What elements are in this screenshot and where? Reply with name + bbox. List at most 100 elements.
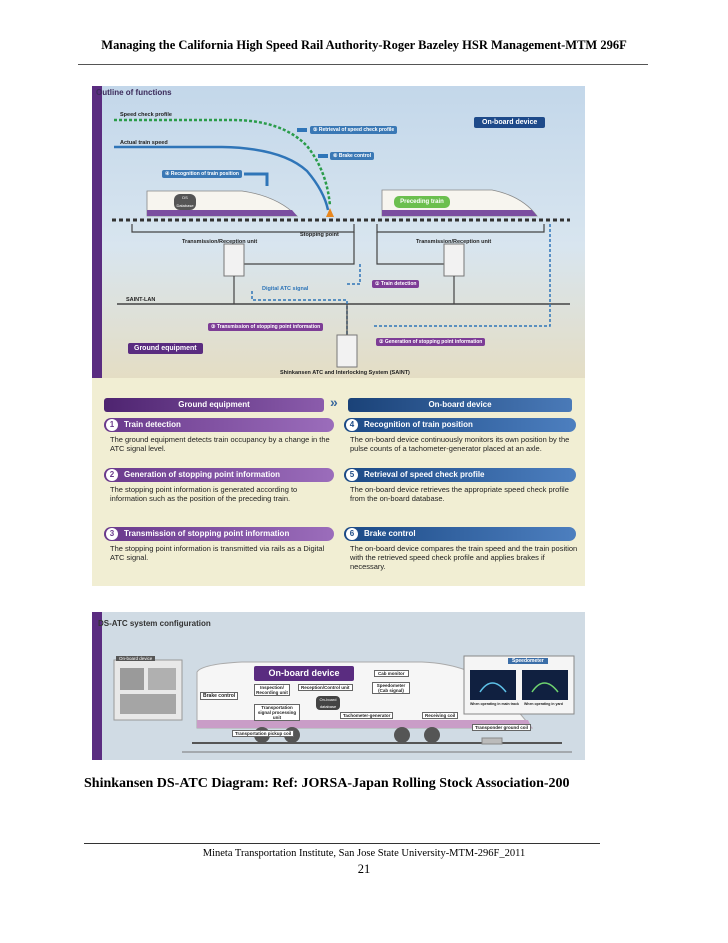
actual-train-speed-label: Actual train speed [120,140,168,146]
speed-check-profile-curve [114,118,332,207]
ground-equipment-tag: Ground equipment [128,343,203,354]
wheel-3 [394,727,410,743]
txrx-cabinet-left [223,243,245,277]
inspection-unit-label: Inspection/ Recording unit [254,684,290,696]
step-6-text: The on-board device compares the train s… [350,544,578,571]
train-left-stripe [147,210,297,216]
steps-panel: Ground equipment » On-board device 1 Trai… [92,378,585,586]
transponder-coil [481,737,503,745]
figure-caption: Shinkansen DS-ATC Diagram: Ref: JORSA-Ja… [84,776,570,791]
brake-control-label: Brake control [200,692,239,700]
figure2-side-bar [92,612,102,760]
speedo-note-right: When operating in yard [524,702,563,706]
step-4-title: Recognition of train position [364,420,473,429]
speedo-screen-right [522,670,568,700]
step-1-text: The ground equipment detects train occup… [110,435,330,453]
step-3-title: Transmission of stopping point informati… [124,529,290,538]
digital-atc-label: Digital ATC signal [262,286,309,292]
step-5-number: 5 [346,469,358,481]
step-3-header: 3 Transmission of stopping point informat… [104,527,334,541]
step-5-text: The on-board device retrieves the approp… [350,485,569,503]
outline-of-functions-figure: Outline of functions [92,86,585,586]
ds-database-icon: DS Database [174,194,196,210]
onboard-big-label: On-board device [254,666,354,681]
circuit-left-drop [244,232,355,265]
speedo-screen-left [470,670,516,700]
page-number: 21 [357,862,371,876]
onboard-small-label: On-board device [116,656,156,661]
step-3-number: 3 [106,528,118,540]
step-1-title: Train detection [124,420,181,429]
wheel-4 [424,727,440,743]
signal-processing-label: Transportation signal processing unit [254,704,300,721]
train-stripe [197,720,532,728]
photo-unit-c [120,694,176,714]
generation-badge: ② Generation of stopping point informati… [376,338,486,346]
onboard-device-tag: On-board device [474,117,546,128]
onboard-database-icon: On-board database [316,696,340,710]
footer-text: Mineta Transportation Institute, San Jos… [202,848,526,859]
step-2-text: The stopping point information is genera… [110,485,298,503]
step-4-header: 4 Recognition of train position [344,418,576,432]
transponder-label: Transponder ground coil [472,724,532,731]
step-5-title: Retrieval of speed check profile [364,470,485,479]
cab-monitor-label: Cab monitor [374,670,409,677]
onboard-device-column-header: On-board device [348,398,572,412]
step-1-number: 1 [106,419,118,431]
step-2-number: 2 [106,469,118,481]
detection-path [347,264,361,285]
step-6-header: 6 Brake control [344,527,576,541]
footer-rule [84,843,600,844]
circuit-right [376,224,545,233]
ds-atc-configuration-figure: DS-ATC system configuration On-board dev… [92,612,585,760]
speedometer-cab-label: Speedometer (Cab signal) [372,682,410,694]
figure2-title: DS-ATC system configuration [98,619,211,628]
pickup-coil-label: Transportation pickup coil [232,730,295,737]
photo-unit-a [120,668,144,690]
speedo-dial-left [479,682,507,693]
step-5-header: 5 Retrieval of speed check profile [344,468,576,482]
recognition-arrow [244,172,269,186]
step-2-title: Generation of stopping point information [124,470,280,479]
circuit-left [131,224,355,233]
step-1-header: 1 Train detection [104,418,334,432]
photo-unit-b [148,668,176,690]
tachometer-label: Tachometer-generator [340,712,394,719]
saint-lan-label: SAINT-LAN [126,297,156,303]
stopping-point-marker [326,208,334,217]
saint-cabinet [336,334,358,368]
step-4-text: The on-board device continuously monitor… [350,435,570,453]
speed-check-profile-label: Speed check profile [120,112,172,118]
ground-equipment-column-header: Ground equipment [104,398,324,412]
actual-speed-curve [114,145,330,211]
speedo-dial-right [531,682,559,693]
figure-side-bar [92,86,102,378]
txrx-left-label: Transmission/Reception unit [182,239,258,245]
generation-path [374,224,551,327]
figure-title: Outline of functions [96,88,172,97]
retrieval-badge: ⑤ Retrieval of speed check profile [310,126,398,134]
step-6-number: 6 [346,528,358,540]
recognition-badge: ④ Recognition of train position [162,170,242,178]
header-rule [78,64,648,65]
stopping-point-label: Stopping point [300,232,339,238]
receiving-coil-label: Receiving coil [422,712,459,719]
transmission-badge: ③ Transmission of stopping point informa… [208,323,324,331]
txrx-cabinet-right [443,243,465,277]
preceding-train-label: Preceding train [394,196,450,208]
circuit-right-drop [376,232,444,265]
page-header: Managing the California High Speed Rail … [101,38,627,52]
step-2-header: 2 Generation of stopping point informatio… [104,468,334,482]
step-6-title: Brake control [364,529,416,538]
train-right-stripe [382,210,537,216]
speedometer-label: Speedometer [508,658,548,664]
saint-system-label: Shinkansen ATC and Interlocking System (… [280,370,410,376]
column-arrow: » [330,394,338,410]
speedo-note-left: When operating in main track [470,702,520,706]
brake-badge: ⑥ Brake control [330,152,375,160]
reception-unit-label: Reception/Control unit [298,684,353,691]
txrx-right-label: Transmission/Reception unit [416,239,492,245]
step-4-number: 4 [346,419,358,431]
step-3-text: The stopping point information is transm… [110,544,325,562]
train-detection-badge: ① Train detection [372,280,420,288]
